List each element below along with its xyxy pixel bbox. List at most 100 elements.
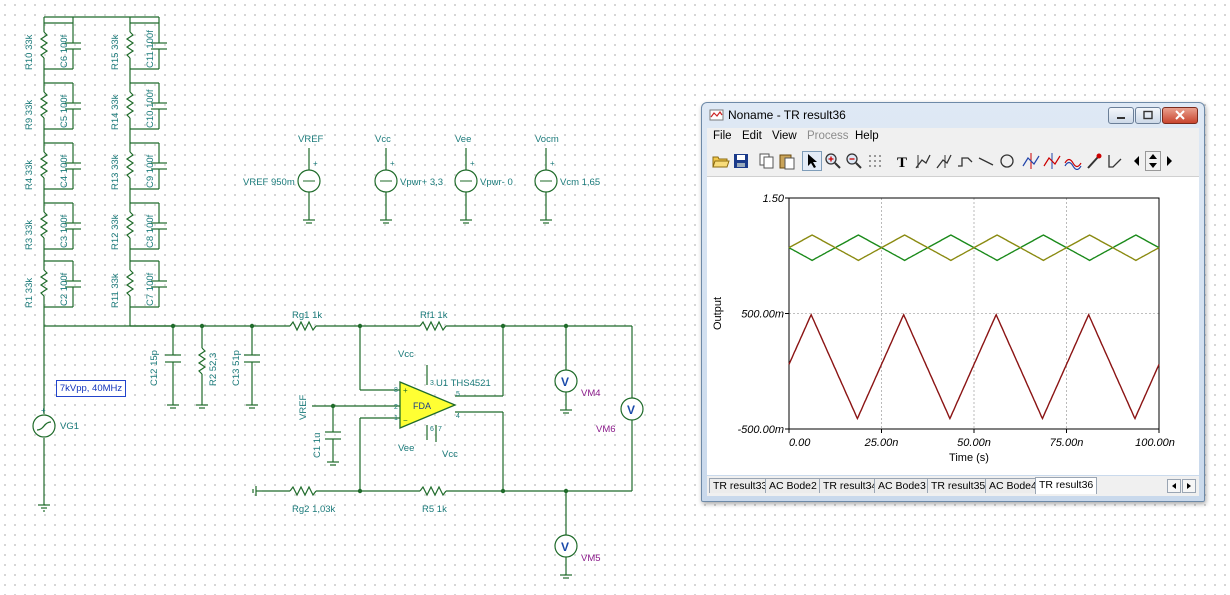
- right-capacitor-label: C9 100f: [145, 154, 156, 188]
- tab-tr-result36[interactable]: TR result36: [1035, 477, 1098, 494]
- marker-button[interactable]: [1084, 151, 1104, 171]
- rg1-label: Rg1 1k: [292, 310, 322, 321]
- left-capacitor-label: C2 100f: [59, 272, 70, 306]
- vm5-label: VM5: [581, 553, 601, 564]
- right-capacitor-label: C11 100f: [145, 30, 156, 68]
- step-icon: [958, 157, 973, 167]
- left-capacitor-label: C6 100f: [59, 34, 70, 68]
- zoom-in-icon: [825, 153, 841, 169]
- scroll-right-button[interactable]: [1163, 151, 1175, 171]
- right-resistor-label: R15 33k: [110, 34, 121, 70]
- voltmeter-vm4-icon[interactable]: V: [554, 369, 578, 393]
- right-resistor-label: R11 33k: [110, 273, 121, 308]
- tab-ac-bode4[interactable]: AC Bode4: [985, 478, 1041, 493]
- vm4-label: VM4: [581, 388, 601, 399]
- folder-open-icon: [712, 156, 730, 168]
- c1-label: C1 1u: [312, 433, 323, 458]
- source-value-label: Vpwr+ 3,3: [400, 177, 443, 188]
- tabs-left-button[interactable]: [1167, 479, 1181, 493]
- vm4-symbol: V: [561, 375, 569, 389]
- tab-left-arrow-icon: [1172, 483, 1176, 489]
- menu-file[interactable]: File: [713, 130, 732, 142]
- open-button[interactable]: [711, 151, 731, 171]
- save-button[interactable]: [731, 151, 751, 171]
- window-title: Noname - TR result36: [728, 108, 846, 122]
- r2-label: R2 52,3: [208, 353, 219, 386]
- cursor-red-button[interactable]: [1021, 151, 1041, 171]
- tab-tr-result35[interactable]: TR result35: [927, 478, 990, 493]
- cursor-measure-b-icon: [936, 154, 952, 169]
- signal-generator-icon[interactable]: +: [32, 406, 56, 438]
- waveform-icon: [1064, 158, 1082, 170]
- right-capacitor-label: C10 100f: [145, 89, 156, 128]
- cursor-a-button[interactable]: [913, 151, 933, 171]
- x-axis-label: Time (s): [949, 452, 989, 464]
- text-t-icon: T: [897, 155, 907, 169]
- grid-button[interactable]: [865, 151, 885, 171]
- cursor-blue-button[interactable]: [1042, 151, 1062, 171]
- circle-tool-button[interactable]: [997, 151, 1017, 171]
- tab-ac-bode2[interactable]: AC Bode2: [765, 478, 821, 493]
- tab-tr-result34[interactable]: TR result34: [819, 478, 882, 493]
- y-tick-label: -500.00m: [738, 424, 784, 436]
- generator-settings-box[interactable]: 7kVpp, 40MHz: [56, 380, 126, 397]
- pin-6: 6: [430, 426, 434, 433]
- ground-icon: [38, 404, 572, 579]
- menu-process[interactable]: Process: [807, 130, 849, 142]
- pin-8: 8: [394, 387, 398, 394]
- svg-text:+: +: [470, 159, 475, 168]
- voltage-source-icon[interactable]: +: [534, 148, 558, 224]
- source-value-label: VREF 950m: [243, 177, 295, 188]
- cursor-b-button[interactable]: [934, 151, 954, 171]
- voltage-source-icon[interactable]: +: [374, 148, 398, 224]
- line-tool-button[interactable]: [976, 151, 996, 171]
- paste-button[interactable]: [777, 151, 797, 171]
- tab-tr-result33[interactable]: TR result33: [709, 478, 772, 493]
- select-pointer-button[interactable]: [802, 151, 822, 171]
- rg2-label: Rg2 1,03k: [292, 504, 336, 515]
- copy-button[interactable]: [757, 151, 777, 171]
- maximize-button[interactable]: [1135, 107, 1161, 124]
- pin-3: 3: [430, 380, 434, 387]
- pin-1: 1: [394, 415, 398, 422]
- voltage-source-icon[interactable]: +: [454, 148, 478, 224]
- text-tool-button[interactable]: T: [893, 151, 913, 171]
- ramp-button[interactable]: [1105, 151, 1125, 171]
- menu-help[interactable]: Help: [855, 130, 879, 142]
- opamp-fda[interactable]: FDA + −: [399, 381, 457, 429]
- svg-text:+: +: [550, 159, 555, 168]
- title-bar[interactable]: Noname - TR result36: [702, 103, 1204, 127]
- analysis-window: Noname - TR result36 File Edit View Proc…: [701, 102, 1205, 502]
- curves-button[interactable]: [1063, 151, 1083, 171]
- voltmeter-vm5-icon[interactable]: V: [554, 534, 578, 558]
- voltmeter-vm6-icon[interactable]: V: [620, 397, 644, 421]
- chevron-up-down-icon: [1149, 154, 1157, 168]
- menu-view[interactable]: View: [772, 130, 797, 142]
- scroll-vertical-button[interactable]: [1145, 151, 1161, 171]
- tab-ac-bode3[interactable]: AC Bode3: [874, 478, 930, 493]
- zoom-100-icon: [846, 153, 862, 169]
- minimize-button[interactable]: [1108, 107, 1134, 124]
- menu-edit[interactable]: Edit: [742, 130, 762, 142]
- zoom-in-button[interactable]: [823, 151, 843, 171]
- vm5-symbol: V: [561, 540, 569, 554]
- step-tool-button[interactable]: [955, 151, 975, 171]
- voltage-source-icon[interactable]: +: [297, 148, 321, 224]
- tabs-right-button[interactable]: [1182, 479, 1196, 493]
- x-tick-label: 50.00n: [957, 437, 991, 449]
- copy-icon: [759, 153, 774, 169]
- scroll-left-button[interactable]: [1131, 151, 1143, 171]
- right-capacitor-label: C8 100f: [145, 214, 156, 248]
- left-capacitor-label: C5 100f: [59, 94, 70, 128]
- pin-5: 5: [456, 391, 460, 398]
- zoom-100-button[interactable]: [844, 151, 864, 171]
- u1-label: U1 THS4521: [436, 378, 491, 389]
- tab-right-arrow-icon: [1187, 483, 1191, 489]
- left-resistor-label: R4 33k: [24, 160, 35, 190]
- maximize-icon: [1143, 110, 1153, 120]
- rc-ladder: [39, 16, 173, 327]
- close-button[interactable]: [1162, 107, 1198, 124]
